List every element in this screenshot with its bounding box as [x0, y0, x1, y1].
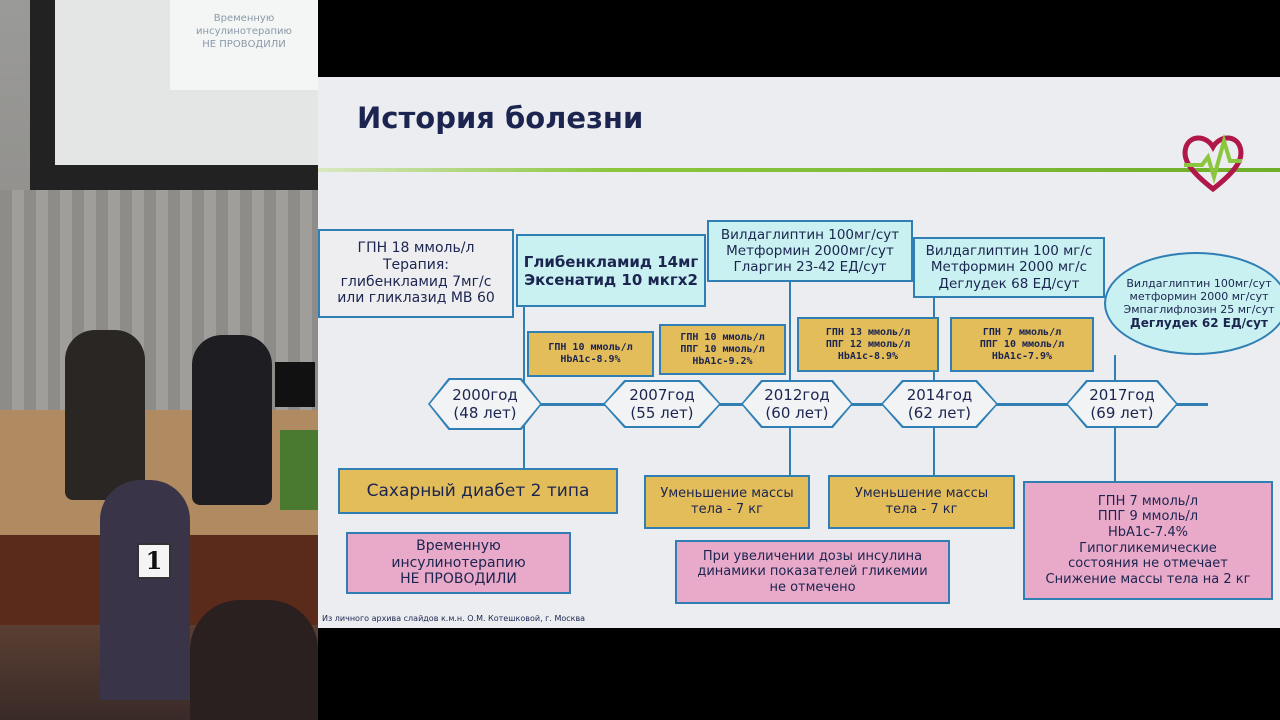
- therapy-2014: Вилдаглиптин 100 мг/с Метформин 2000 мг/…: [913, 237, 1105, 298]
- weight-loss-2014: Уменьшение массы тела - 7 кг: [828, 475, 1015, 529]
- connector: [789, 282, 791, 475]
- speaker-1: [65, 330, 145, 500]
- labs-2007: ГПН 10 ммоль/л ППГ 10 ммоль/л HbA1c-9.2%: [659, 324, 786, 375]
- labs-2014: ГПН 7 ммоль/л ППГ 10 ммоль/л HbA1c-7.9%: [950, 317, 1094, 372]
- therapy-2017-line: Эмпаглифлозин 25 мг/сут: [1123, 302, 1275, 316]
- therapy-2017: Вилдаглиптин 100мг/сут метформин 2000 мг…: [1104, 252, 1280, 355]
- timeline-label: 2014год (62 лет): [883, 382, 996, 426]
- slide-title: История болезни: [357, 101, 644, 135]
- diagnosis-box: Сахарный диабет 2 типа: [338, 468, 618, 514]
- insulin-note-box: При увеличении дозы инсулина динамики по…: [675, 540, 950, 604]
- therapy-2017-line: метформин 2000 мг/сут: [1129, 289, 1269, 303]
- labs-2000: ГПН 10 ммоль/л HbA1c-8.9%: [527, 331, 654, 377]
- therapy-2000: ГПН 18 ммоль/л Терапия: глибенкламид 7мг…: [318, 229, 514, 318]
- labs-2012: ГПН 13 ммоль/л ППГ 12 ммоль/л HbA1c-8.9%: [797, 317, 939, 372]
- timeline-label: 2007год (55 лет): [605, 382, 719, 426]
- screen-text: НЕ ПРОВОДИЛИ: [202, 39, 286, 50]
- timeline-node-2000: 2000год (48 лет): [428, 378, 542, 430]
- heart-logo-icon: [1182, 133, 1244, 193]
- screen-slide-echo: Временную инсулинотерапию НЕ ПРОВОДИЛИ: [170, 0, 318, 90]
- screen-text: инсулинотерапию: [196, 26, 292, 37]
- timeline-label: 2017год (69 лет): [1068, 382, 1176, 426]
- video-speaker-feed: Временную инсулинотерапию НЕ ПРОВОДИЛИ 1: [0, 0, 318, 720]
- timeline-node-2007: 2007год (55 лет): [603, 380, 721, 428]
- slide-footer: Из личного архива слайдов к.м.н. О.М. Ко…: [322, 614, 586, 623]
- timeline-label: 2000год (48 лет): [430, 380, 540, 428]
- therapy-2012: Вилдаглиптин 100мг/сут Метформин 2000мг/…: [707, 220, 913, 282]
- outcome-2017-box: ГПН 7 ммоль/л ППГ 9 ммоль/л HbA1c-7.4% Г…: [1023, 481, 1273, 600]
- timeline-node-2012: 2012год (60 лет): [741, 380, 853, 428]
- audience-member: [100, 480, 190, 700]
- speaker-2: [192, 335, 272, 505]
- no-insulin-box: Временную инсулинотерапию НЕ ПРОВОДИЛИ: [346, 532, 571, 594]
- audience: [190, 600, 318, 720]
- therapy-2017-line: Деглудек 62 ЕД/сут: [1130, 316, 1268, 331]
- therapy-2007: Глибенкламид 14мг Эксенатид 10 мкгх2: [516, 234, 706, 307]
- timeline-node-2014: 2014год (62 лет): [881, 380, 998, 428]
- weight-loss-2012: Уменьшение массы тела - 7 кг: [644, 475, 810, 529]
- monitor: [275, 362, 315, 407]
- presentation-slide: История болезни ГПН 18 ммоль/л Терапия: …: [318, 77, 1280, 628]
- screen-text: Временную: [213, 13, 275, 24]
- therapy-2017-line: Вилдаглиптин 100мг/сут: [1126, 276, 1272, 290]
- podium-number: 1: [137, 543, 171, 579]
- title-divider: [318, 168, 1280, 172]
- timeline-node-2017: 2017год (69 лет): [1066, 380, 1178, 428]
- timeline-label: 2012год (60 лет): [743, 382, 851, 426]
- flowers: [280, 430, 318, 510]
